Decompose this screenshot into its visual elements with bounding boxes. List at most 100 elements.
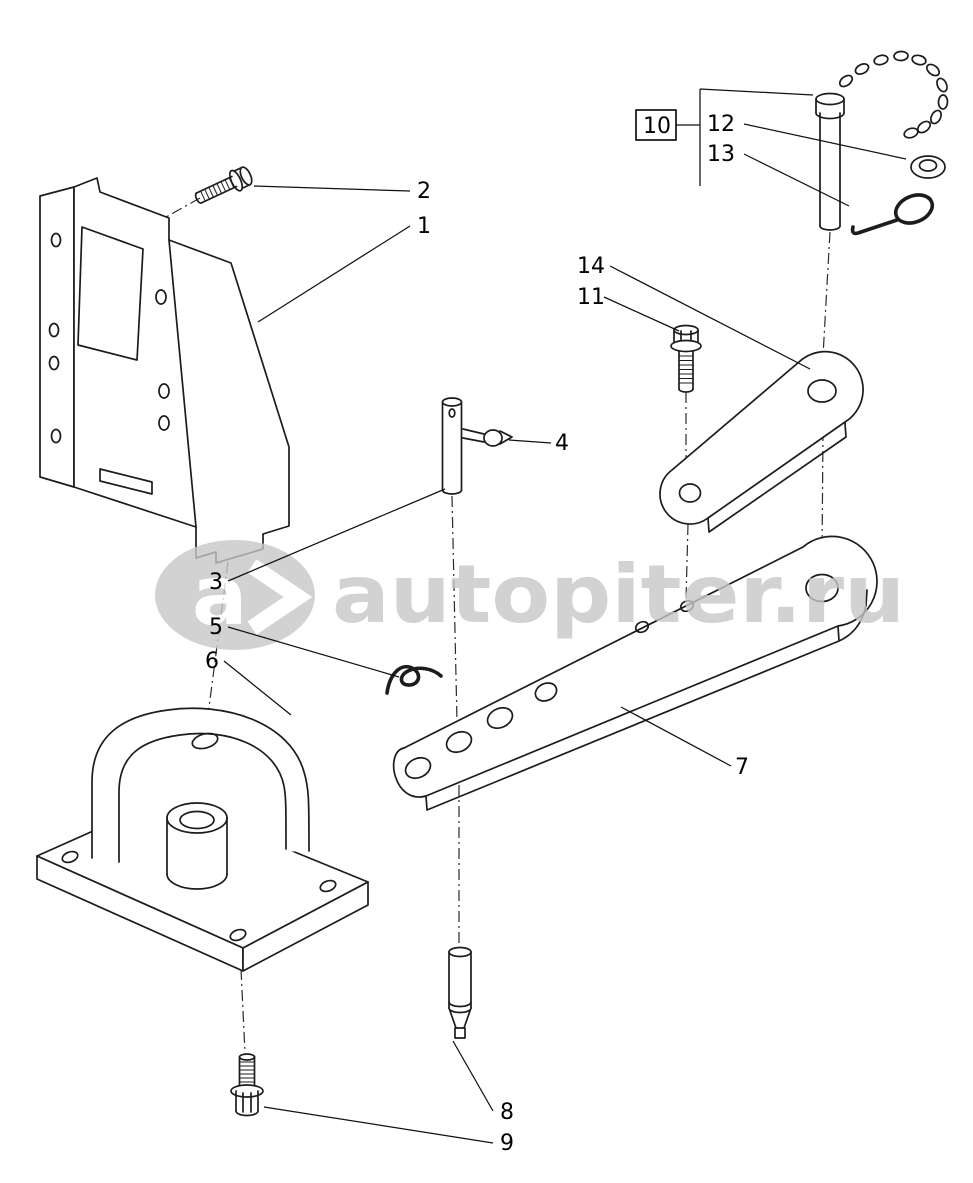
wire-clip-part4 <box>462 428 513 447</box>
bolt-tip <box>678 388 694 393</box>
centerline-clevis-drawbar-end <box>821 429 824 557</box>
callout-1: 1 <box>417 214 431 239</box>
arch-top-hole <box>191 732 219 750</box>
leader-5 <box>227 626 400 678</box>
callout-11: 11 <box>577 285 605 310</box>
center-boss <box>166 802 228 890</box>
pin-body <box>819 112 841 227</box>
washer-inner <box>918 159 938 172</box>
linch-pin-assembly-part10 <box>815 50 949 231</box>
leader-13 <box>743 153 850 207</box>
linch-pin-part13 <box>850 193 935 236</box>
centerline-pin12-clevis <box>822 231 831 357</box>
drawbar-hole <box>404 756 432 780</box>
leader-4 <box>508 439 552 444</box>
hex-bolt-part2 <box>194 166 253 204</box>
callout-10: 10 <box>643 114 671 139</box>
arch-silhouette <box>92 708 309 858</box>
leader-9 <box>263 1106 494 1144</box>
drawbar-hole <box>445 730 473 754</box>
support-bracket-part6 <box>36 707 369 972</box>
bracket-base-slot <box>99 468 153 495</box>
pin-bottom <box>441 489 463 495</box>
drawbar-hole-small <box>679 599 695 613</box>
callout-box-10 <box>635 109 677 141</box>
pin-cap-bottom <box>815 112 845 120</box>
bracket-fold-line <box>168 239 197 528</box>
bracket-hole <box>158 383 170 399</box>
clevis-depth-edge <box>707 422 847 533</box>
plate-hole <box>229 928 247 942</box>
linch-pin-loop <box>893 193 935 225</box>
clip-prongs <box>462 428 485 443</box>
leader-8 <box>452 1040 494 1112</box>
bolt-head-sides <box>235 1090 259 1113</box>
arch-inner-edge <box>118 732 287 863</box>
mounting-bracket-part1 <box>39 177 290 564</box>
bracket-hole <box>50 232 62 248</box>
bolt-head-bottom <box>235 1110 259 1117</box>
callout-5: 5 <box>209 615 223 640</box>
chain-link <box>854 63 870 75</box>
centerline-clevis-drawbar-hole <box>685 523 689 601</box>
bolt-flange <box>230 1084 264 1098</box>
callout-7: 7 <box>735 755 749 780</box>
watermark-logo-arrow <box>247 559 313 635</box>
callout-6: 6 <box>205 649 219 674</box>
callout-8: 8 <box>500 1100 514 1125</box>
clevis-hole-small <box>678 483 702 503</box>
boss-bore <box>179 810 215 830</box>
callout-14: 14 <box>577 254 605 279</box>
chain-link <box>903 127 919 139</box>
drawbar-hole <box>486 706 514 730</box>
watermark-logo-blob <box>155 540 315 650</box>
leader-7 <box>620 706 732 767</box>
pin-body <box>448 951 472 1009</box>
linch-pin-wire <box>850 218 899 236</box>
leader-group-10 <box>676 88 814 186</box>
chain-link <box>873 54 889 66</box>
chain-link <box>893 50 909 62</box>
chain-link <box>838 74 854 88</box>
centerline-pin3-drawbar <box>451 495 458 723</box>
chain-link <box>925 63 941 77</box>
bracket-hole <box>50 428 62 444</box>
leader-2 <box>253 185 411 192</box>
leader-3 <box>227 488 446 582</box>
bracket-hole <box>158 415 170 431</box>
bolt-shank <box>195 175 238 204</box>
callout-12: 12 <box>707 112 735 137</box>
hitch-pin-part10 <box>815 92 845 231</box>
clip-tab <box>499 430 513 445</box>
watermark-text: autopiter.ru <box>332 548 905 641</box>
callout-leaders <box>223 88 907 1144</box>
bolt-threads <box>239 1061 255 1087</box>
bracket-hole <box>155 289 167 305</box>
pin-bottom <box>819 225 841 231</box>
hairpin-cotter-part5 <box>385 664 443 695</box>
clevis-hole-large <box>807 379 837 403</box>
pin-taper <box>448 1007 472 1029</box>
pin-top <box>448 946 472 958</box>
leader-11 <box>603 296 680 332</box>
bolt-tip-top <box>238 1053 256 1061</box>
drawbar-depth-edge <box>425 589 868 811</box>
leader-6 <box>223 660 292 716</box>
bracket-window <box>77 226 144 361</box>
arch-outer-edge <box>91 707 310 859</box>
drawbar-end-hole <box>805 573 839 603</box>
leader-1 <box>257 225 411 323</box>
leader-14 <box>609 265 811 370</box>
chain-link <box>911 54 927 66</box>
drawbar-body <box>392 535 878 798</box>
pin-part3 <box>441 397 463 495</box>
watermark-logo: a <box>155 540 315 650</box>
boss-bottom <box>166 873 228 890</box>
drawbar-hole <box>534 682 558 702</box>
bolt-flange <box>670 339 702 353</box>
watermark-logo-letter: a <box>192 549 247 644</box>
callout-4: 4 <box>555 431 569 456</box>
base-plate-side-right <box>242 881 369 972</box>
